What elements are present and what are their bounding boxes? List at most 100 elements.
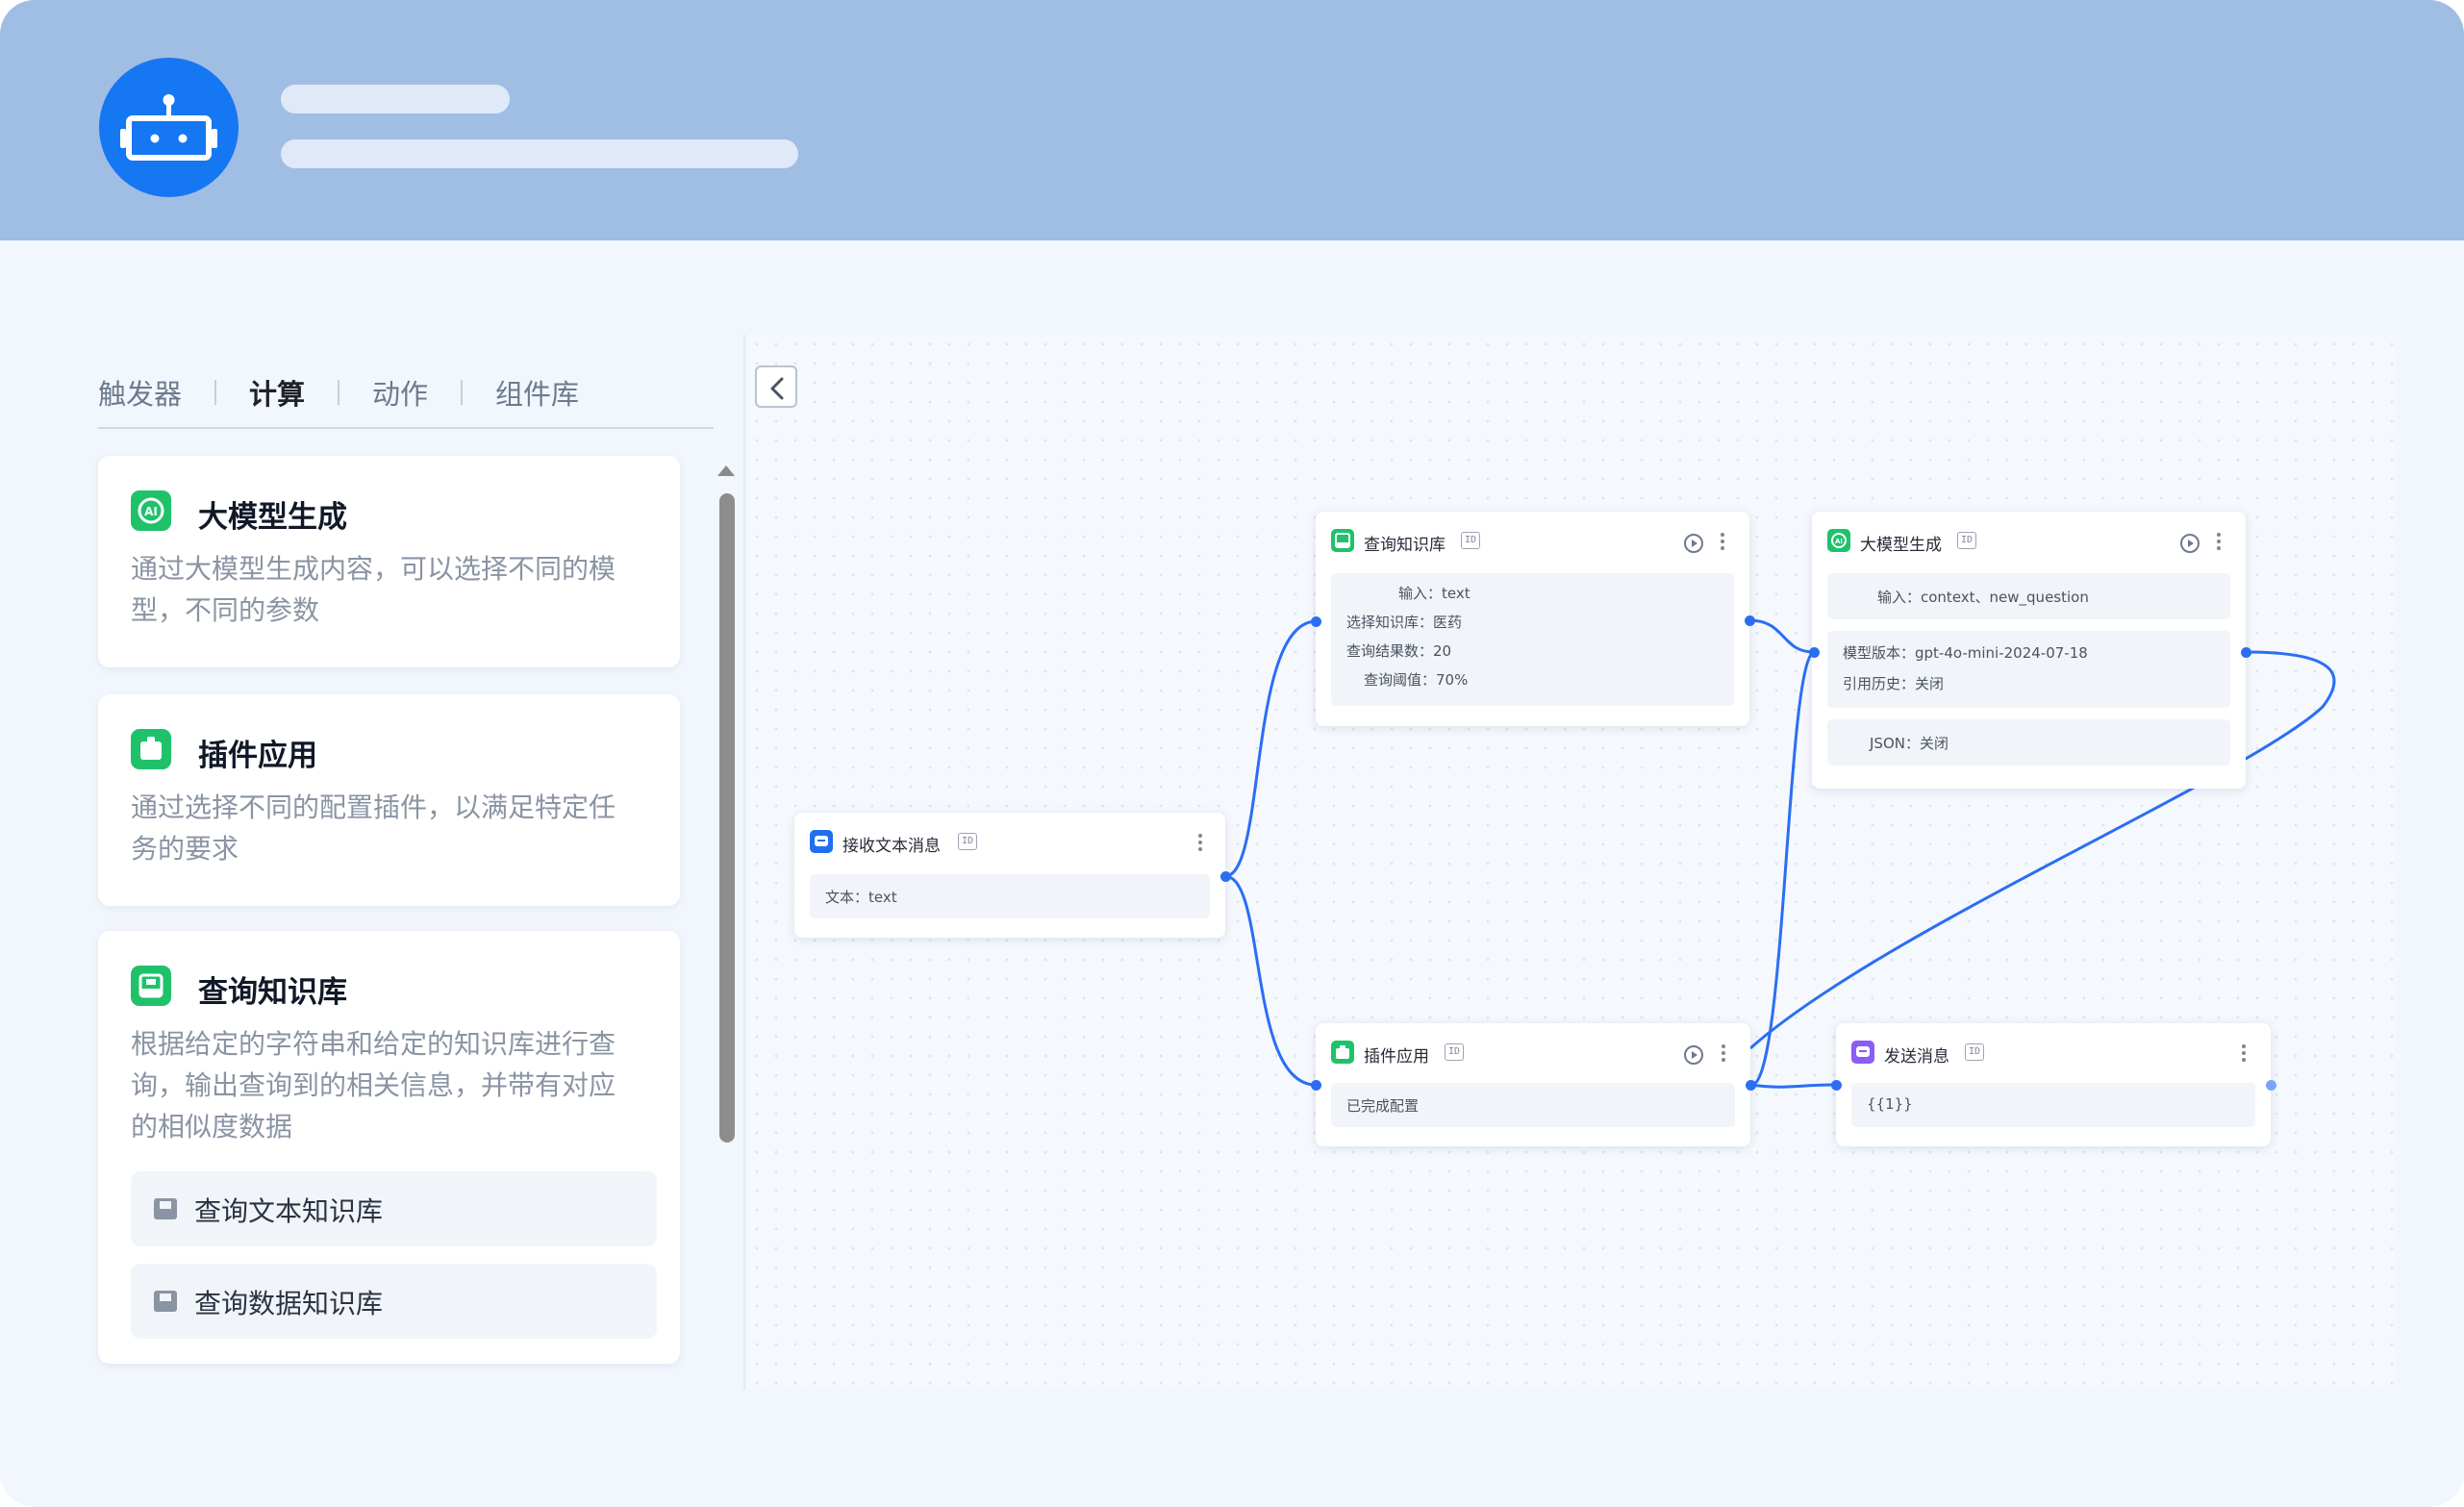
card-title: 插件应用 bbox=[198, 739, 317, 773]
plugin-icon bbox=[131, 729, 171, 769]
node-title: 查询知识库 bbox=[1364, 536, 1446, 555]
more-options-icon[interactable] bbox=[2240, 1042, 2248, 1064]
description-line: 根据给定的字符串和给定的知识库进行查 bbox=[131, 1028, 616, 1060]
database-icon bbox=[154, 1291, 177, 1312]
workflow-canvas[interactable]: 接收文本消息 ID 文本：text 查询知识库 ID 输入：text 选择知 bbox=[747, 335, 2395, 1390]
node-receive-text-message[interactable]: 接收文本消息 ID 文本：text bbox=[794, 813, 1225, 938]
node-title: 插件应用 bbox=[1364, 1047, 1429, 1067]
message-icon bbox=[810, 830, 833, 853]
card-description: 根据给定的字符串和给定的知识库进行查 询，输出查询到的相关信息，并带有对应 的相… bbox=[131, 1023, 655, 1147]
node-query-knowledge-base[interactable]: 查询知识库 ID 输入：text 选择知识库：医药 查询结果数：20 查询阈值：… bbox=[1316, 512, 1749, 726]
port-llm-out[interactable] bbox=[2240, 646, 2251, 658]
edge-receive-to-kb bbox=[1224, 619, 1317, 878]
more-options-icon[interactable] bbox=[1196, 832, 1204, 853]
ai-model-icon: AI bbox=[131, 490, 171, 531]
node-id-badge[interactable]: ID bbox=[1957, 532, 1976, 549]
app-header bbox=[0, 0, 2464, 240]
node-field: {{1}} bbox=[1851, 1083, 2255, 1127]
card-query-knowledge-base[interactable]: 查询知识库 根据给定的字符串和给定的知识库进行查 询，输出查询到的相关信息，并带… bbox=[98, 931, 680, 1364]
card-description: 通过选择不同的配置插件，以满足特定任 务的要求 bbox=[131, 787, 655, 869]
edge-receive-to-plugin bbox=[1224, 874, 1317, 1087]
node-plugin-app[interactable]: 插件应用 ID 已完成配置 bbox=[1316, 1023, 1750, 1146]
field-text: 文本：text bbox=[825, 889, 897, 906]
node-field: 输入：context、new_question bbox=[1827, 573, 2230, 619]
field-threshold: 查询阈值：70% bbox=[1364, 671, 1469, 689]
node-header: 发送消息 ID bbox=[1836, 1023, 2271, 1081]
description-line: 通过大模型生成内容，可以选择不同的模 bbox=[131, 553, 616, 585]
field-history: 引用历史：关闭 bbox=[1843, 675, 1945, 692]
collapse-panel-button[interactable] bbox=[755, 365, 797, 408]
edge-plugin-to-send bbox=[1749, 1083, 1837, 1089]
description-line: 的相似度数据 bbox=[131, 1111, 293, 1143]
plugin-icon bbox=[1331, 1041, 1354, 1064]
more-options-icon[interactable] bbox=[1720, 1042, 1727, 1064]
scroll-up-arrow[interactable] bbox=[717, 465, 735, 476]
field-message: {{1}} bbox=[1867, 1095, 1913, 1113]
robot-icon bbox=[120, 94, 217, 161]
knowledge-base-icon bbox=[131, 966, 171, 1006]
node-id-badge[interactable]: ID bbox=[1965, 1043, 1984, 1061]
sub-item-query-text-kb[interactable]: 查询文本知识库 bbox=[131, 1171, 657, 1246]
run-node-icon[interactable] bbox=[1683, 533, 1704, 554]
node-send-message[interactable]: 发送消息 ID {{1}} bbox=[1836, 1023, 2271, 1146]
tab-compute[interactable]: 计算 bbox=[249, 378, 306, 411]
tab-divider bbox=[214, 380, 217, 405]
svg-text:AI: AI bbox=[1835, 538, 1843, 545]
node-field: 文本：text bbox=[810, 874, 1210, 918]
node-header: AI 大模型生成 ID bbox=[1812, 512, 2246, 569]
panel-scrollbar[interactable] bbox=[719, 493, 735, 1143]
tab-actions[interactable]: 动作 bbox=[372, 378, 429, 411]
description-line: 型，不同的参数 bbox=[131, 594, 320, 626]
node-field: JSON：关闭 bbox=[1827, 719, 2230, 766]
description-line: 询，输出查询到的相关信息，并带有对应 bbox=[131, 1069, 616, 1101]
tab-component-library[interactable]: 组件库 bbox=[495, 378, 580, 411]
port-kb-out[interactable] bbox=[1744, 615, 1755, 626]
more-options-icon[interactable] bbox=[2215, 531, 2223, 552]
port-plugin-out[interactable] bbox=[1745, 1079, 1756, 1091]
tab-divider bbox=[338, 380, 340, 405]
node-header: 接收文本消息 ID bbox=[794, 813, 1225, 870]
run-node-icon[interactable] bbox=[2179, 533, 2200, 554]
card-llm-generate[interactable]: AI 大模型生成 通过大模型生成内容，可以选择不同的模 型，不同的参数 bbox=[98, 456, 680, 667]
node-llm-generate[interactable]: AI 大模型生成 ID 输入：context、new_question 模型版本… bbox=[1812, 512, 2246, 789]
port-send-in[interactable] bbox=[1830, 1079, 1842, 1091]
node-id-badge[interactable]: ID bbox=[1445, 1043, 1464, 1061]
node-field: 输入：text 选择知识库：医药 查询结果数：20 查询阈值：70% bbox=[1331, 573, 1734, 706]
node-title: 接收文本消息 bbox=[842, 837, 941, 856]
field-json: JSON：关闭 bbox=[1870, 735, 1949, 752]
card-title: 大模型生成 bbox=[198, 500, 347, 535]
title-placeholder bbox=[281, 85, 510, 113]
port-send-out[interactable] bbox=[2265, 1079, 2276, 1091]
edge-kb-to-llm bbox=[1748, 618, 1815, 654]
more-options-icon[interactable] bbox=[1719, 531, 1726, 552]
description-line: 务的要求 bbox=[131, 833, 239, 865]
field-result-count: 查询结果数：20 bbox=[1346, 642, 1452, 660]
card-plugin-app[interactable]: 插件应用 通过选择不同的配置插件，以满足特定任 务的要求 bbox=[98, 694, 680, 906]
field-input: 输入：text bbox=[1398, 585, 1471, 602]
port-llm-in[interactable] bbox=[1808, 646, 1820, 658]
node-title: 发送消息 bbox=[1884, 1047, 1949, 1067]
port-plugin-in[interactable] bbox=[1310, 1079, 1321, 1091]
node-header: 插件应用 ID bbox=[1316, 1023, 1750, 1081]
component-panel: 触发器 计算 动作 组件库 AI 大模型生成 通过大模型生成内容，可以选择不同的… bbox=[69, 335, 745, 1390]
sub-item-label: 查询文本知识库 bbox=[194, 1195, 384, 1227]
field-status: 已完成配置 bbox=[1346, 1097, 1420, 1115]
port-receive-out[interactable] bbox=[1219, 870, 1231, 882]
card-title: 查询知识库 bbox=[198, 975, 347, 1010]
port-kb-in[interactable] bbox=[1310, 615, 1321, 627]
svg-text:AI: AI bbox=[144, 505, 158, 518]
node-id-badge[interactable]: ID bbox=[958, 833, 977, 850]
field-input: 输入：context、new_question bbox=[1877, 589, 2089, 606]
node-id-badge[interactable]: ID bbox=[1461, 532, 1480, 549]
subtitle-placeholder bbox=[281, 139, 798, 168]
sub-item-label: 查询数据知识库 bbox=[194, 1288, 384, 1319]
database-icon bbox=[154, 1198, 177, 1219]
sub-item-query-data-kb[interactable]: 查询数据知识库 bbox=[131, 1264, 657, 1339]
tab-divider bbox=[461, 380, 464, 405]
node-header: 查询知识库 ID bbox=[1316, 512, 1749, 569]
chevron-left-icon bbox=[770, 377, 784, 400]
tab-triggers[interactable]: 触发器 bbox=[98, 378, 183, 411]
run-node-icon[interactable] bbox=[1683, 1044, 1704, 1066]
bot-avatar bbox=[99, 58, 239, 197]
